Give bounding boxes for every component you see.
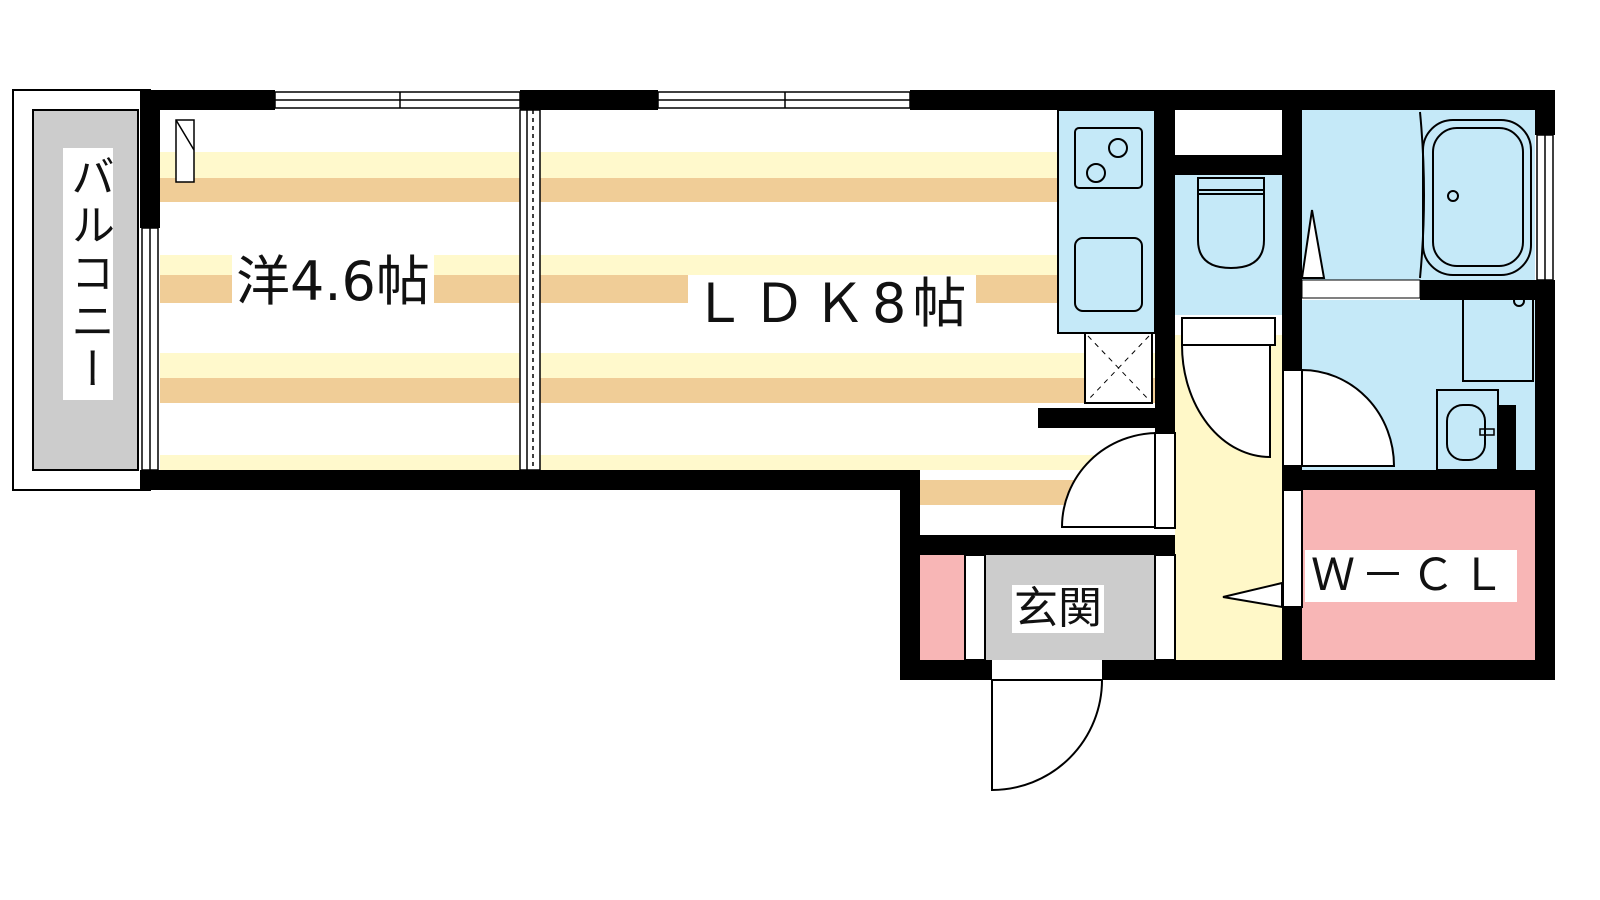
western-room-label: 洋4.6帖 [232,253,434,311]
toilet-door-icon [1180,344,1271,459]
windows [141,91,1554,471]
sink-icon [1074,237,1143,312]
toilet-room [1175,175,1282,315]
walk-in-closet-label: Ｗ－ＣＬ [1305,550,1517,602]
toilet-icon [1197,177,1265,270]
entrance-door-icon [991,679,1104,792]
stove-icon [1074,127,1143,189]
bath-door-icon [1300,209,1326,279]
entrance-label: 玄関 [1012,583,1104,634]
closet-door-icon [1222,581,1283,609]
ldk-label: ＬＤＫ8帖 [688,275,977,333]
balcony-label: バルコニー [63,148,114,400]
shoe-closet [920,555,965,660]
washroom-door-icon [1301,368,1396,467]
bathtub-icon [1419,111,1532,279]
bathroom [1302,110,1535,280]
fridge-space-icon [1084,332,1153,404]
walls [140,90,1555,680]
ldk-door-icon [1060,431,1159,528]
kitchen-counter [1057,109,1156,334]
